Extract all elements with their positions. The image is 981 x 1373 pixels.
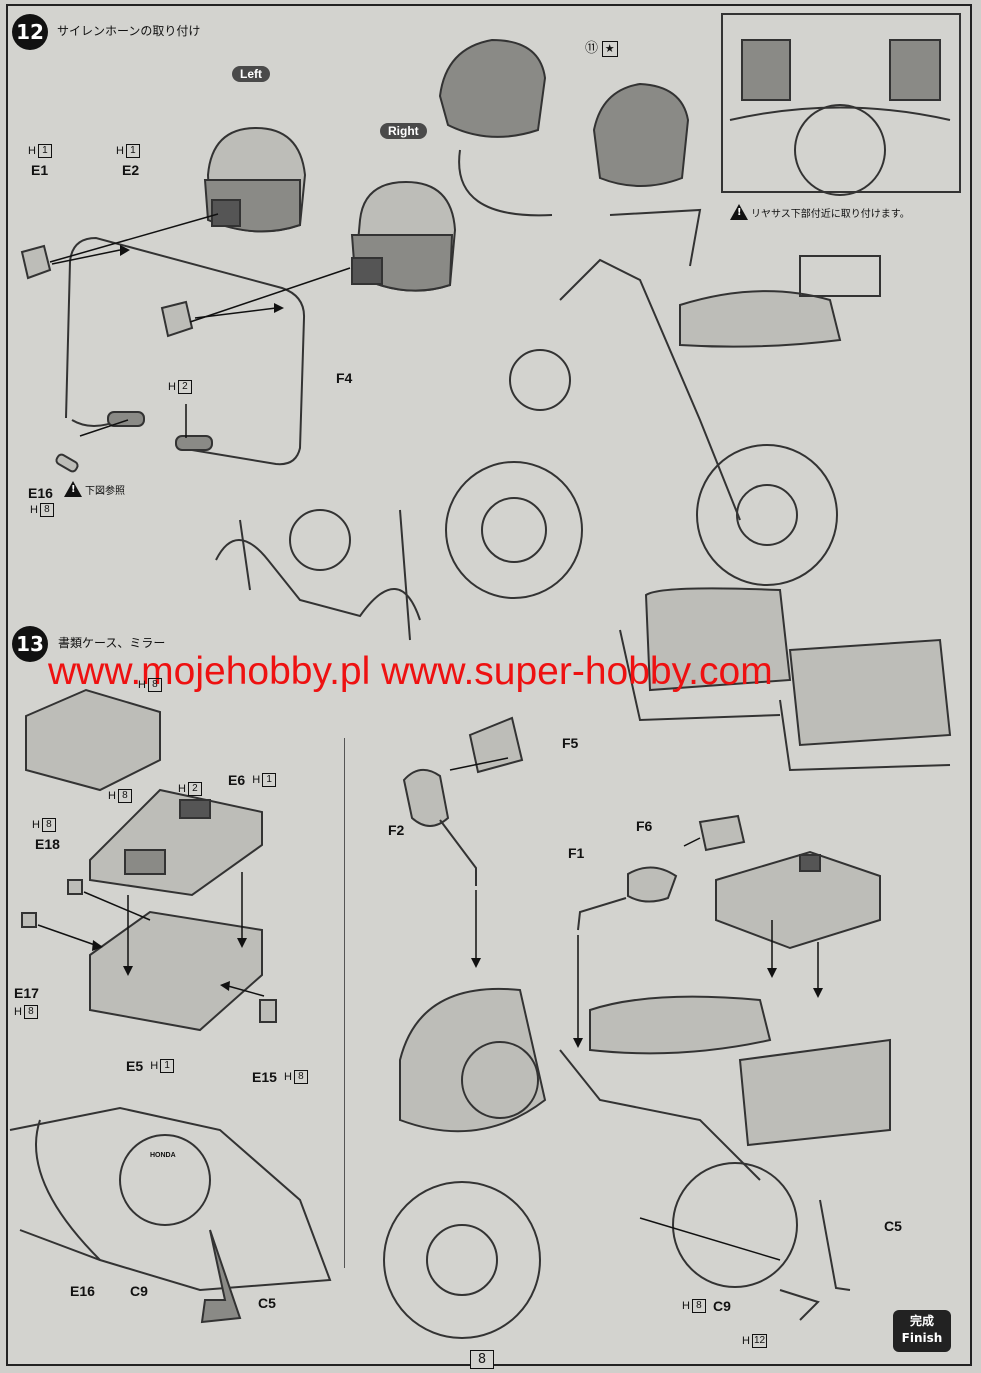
detail-view-12 — [215, 509, 421, 641]
document-case-step13 — [21, 688, 277, 1032]
engine-detail-bottom-left — [9, 1106, 332, 1324]
part-c5-right: C5 — [884, 1218, 902, 1234]
part-c9-bottom: C9 — [130, 1283, 148, 1299]
warning-icon — [64, 481, 82, 497]
part-f6: F6 — [636, 818, 653, 834]
assembly-arrows — [37, 213, 823, 1261]
step-12-badge: 12 — [12, 14, 48, 50]
part-11-star: ⑪ ★ — [585, 37, 618, 57]
step-12-title: サイレンホーンの取り付け — [57, 24, 201, 38]
part-e1: E1 — [31, 162, 49, 178]
footpeg-h2 — [55, 411, 213, 473]
motorcycle-top — [438, 38, 952, 772]
motorcycle-bottom — [383, 716, 891, 1339]
section-divider — [344, 738, 345, 1268]
bracket-e1 — [20, 244, 52, 280]
watermark: www.mojehobby.pl www.super-hobby.com — [48, 650, 773, 693]
finish-en: Finish — [901, 1331, 943, 1345]
part-e2: E2 — [122, 162, 140, 178]
finish-jp: 完成 — [909, 1314, 934, 1328]
bracket-e2 — [160, 300, 194, 338]
step-13-badge: 13 — [12, 626, 48, 662]
warning-icon — [730, 204, 748, 220]
left-label: Left — [232, 66, 270, 82]
right-siren-horn — [350, 180, 457, 292]
finish-badge: 完成 Finish — [893, 1310, 951, 1352]
part-f5: F5 — [562, 735, 579, 751]
bumper-guard-f4 — [65, 236, 306, 466]
rear-suspension-note: リヤサス下部付近に取り付けます。 — [730, 204, 910, 220]
part-c5-bottom: C5 — [258, 1295, 276, 1311]
see-below-note: 下図参照 — [64, 481, 125, 497]
part-f1: F1 — [568, 845, 585, 861]
inset-front-view — [721, 13, 961, 196]
part-e16-bottom: E16 — [70, 1283, 95, 1299]
page-number: 8 — [470, 1350, 494, 1369]
step-13-title: 書類ケース、ミラー — [58, 636, 166, 650]
part-honda-badge: HONDA — [150, 1152, 176, 1159]
part-f2: F2 — [388, 822, 405, 838]
part-e18: E18 — [35, 836, 60, 852]
part-e16-top: E16 — [28, 485, 53, 501]
part-e17: E17 — [14, 985, 39, 1001]
left-siren-horn — [203, 126, 307, 233]
part-f4: F4 — [336, 370, 353, 386]
right-label: Right — [380, 123, 427, 139]
